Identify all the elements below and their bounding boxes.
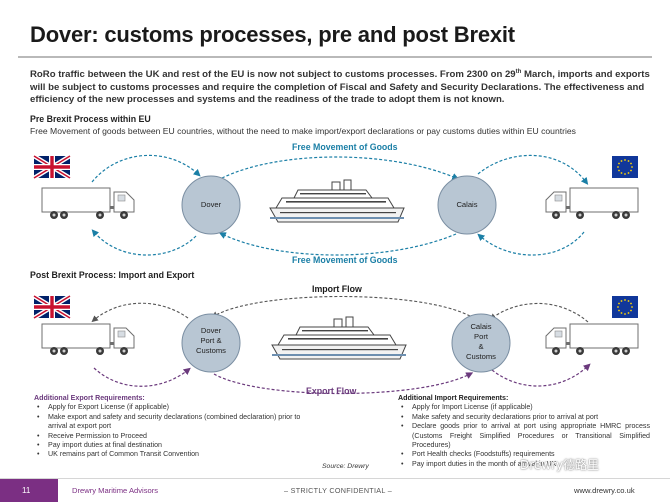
calais-customs-label: Calais Port & Customs <box>452 322 510 362</box>
export-flow-arc <box>93 367 191 387</box>
node-line: Dover <box>200 326 222 335</box>
import-requirements-title: Additional Import Requirements: <box>398 394 509 402</box>
node-line: Calais <box>470 322 492 331</box>
list-item: Declare goods prior to arrival at port u… <box>398 422 650 450</box>
export-requirements-title: Additional Export Requirements: <box>34 394 145 402</box>
list-item: Apply for Import License (if applicable) <box>398 403 650 413</box>
dover-label: Dover <box>200 200 222 209</box>
footer: 11 Drewry Maritime Advisors – STRICTLY C… <box>0 478 670 502</box>
intro-text-2: March, imports and exports will be subje… <box>30 69 650 106</box>
import-requirements: Additional Import Requirements: Apply fo… <box>398 394 650 470</box>
intro-superscript: th <box>515 69 522 75</box>
pre-brexit-heading: Pre Brexit Process within EU <box>30 114 151 124</box>
calais-node <box>437 175 497 235</box>
footer-url: www.drewry.co.uk <box>574 486 635 495</box>
truck-icon-left <box>41 323 135 356</box>
list-item: Receive Permission to Proceed <box>34 432 316 442</box>
list-item: Apply for Export License (if applicable) <box>34 403 316 413</box>
intro-paragraph: RoRo traffic between the UK and rest of … <box>30 66 650 107</box>
truck-icon-left <box>41 187 135 220</box>
export-flow-label: Export Flow <box>306 386 357 396</box>
export-flow-arc <box>491 363 591 387</box>
list-item: Pay import duties at final destination <box>34 441 316 451</box>
process-diagram <box>0 0 639 395</box>
page-title: Dover: customs processes, pre and post B… <box>30 22 515 47</box>
export-requirements: Additional Export Requirements: Apply fo… <box>34 394 316 460</box>
title-divider <box>18 56 652 58</box>
eu-flag-icon <box>612 296 638 318</box>
import-flow-arc <box>211 296 471 318</box>
node-line: Port <box>474 332 488 341</box>
uk-flag-icon <box>34 296 70 318</box>
intro-text-1: RoRo traffic between the UK and rest of … <box>30 69 516 81</box>
node-line: & <box>478 342 484 351</box>
node-line: Customs <box>466 352 496 361</box>
dover-customs-node <box>181 313 241 373</box>
post-brexit-heading: Post Brexit Process: Import and Export <box>30 270 195 280</box>
import-flow-label: Import Flow <box>312 284 362 294</box>
flow-arc <box>91 154 201 183</box>
node-line: Port & <box>200 336 222 345</box>
import-flow-arc <box>489 302 589 323</box>
uk-flag-icon <box>34 156 70 178</box>
post-brexit-diagram <box>34 296 639 395</box>
node-line: Customs <box>196 346 226 355</box>
import-requirements-list: Apply for Import License (if applicable)… <box>398 403 650 469</box>
confidential-label: – STRICTLY CONFIDENTIAL – <box>284 486 393 495</box>
list-item: Port Health checks (Foodstuffs) requirem… <box>398 450 650 460</box>
list-item: Make safety and security declarations pr… <box>398 413 650 423</box>
dover-customs-label: Dover Port & Customs <box>182 326 240 356</box>
export-requirements-list: Apply for Export License (if applicable)… <box>34 403 316 460</box>
list-item: Pay import duties in the month of arriva… <box>398 460 650 470</box>
footer-company: Drewry Maritime Advisors <box>72 486 159 495</box>
flow-arc <box>91 229 197 256</box>
pre-brexit-description: Free Movement of goods between EU countr… <box>30 126 576 136</box>
watermark: Drewry德路里 <box>520 458 600 472</box>
truck-icon-right <box>545 323 639 356</box>
eu-flag-icon <box>612 156 638 178</box>
list-item: UK remains part of Common Transit Conven… <box>34 450 316 460</box>
list-item: Make export and safety and security decl… <box>34 413 316 432</box>
ferry-icon <box>271 316 407 360</box>
flow-arc <box>221 156 460 180</box>
flow-arc <box>218 232 457 256</box>
pre-brexit-diagram <box>34 154 639 256</box>
import-flow-arc <box>91 302 189 323</box>
flow-arc <box>477 231 585 256</box>
source-note: Source: Drewry <box>322 463 369 470</box>
dover-node <box>181 175 241 235</box>
pre-bottom-flow-label: Free Movement of Goods <box>292 255 398 265</box>
calais-label: Calais <box>456 200 478 209</box>
export-flow-arc <box>213 372 474 395</box>
calais-customs-node <box>451 313 511 373</box>
flow-arc <box>477 154 589 185</box>
truck-icon-right <box>545 187 639 220</box>
page-number: 11 <box>0 479 58 502</box>
pre-top-flow-label: Free Movement of Goods <box>292 142 398 152</box>
ferry-icon <box>269 179 405 223</box>
